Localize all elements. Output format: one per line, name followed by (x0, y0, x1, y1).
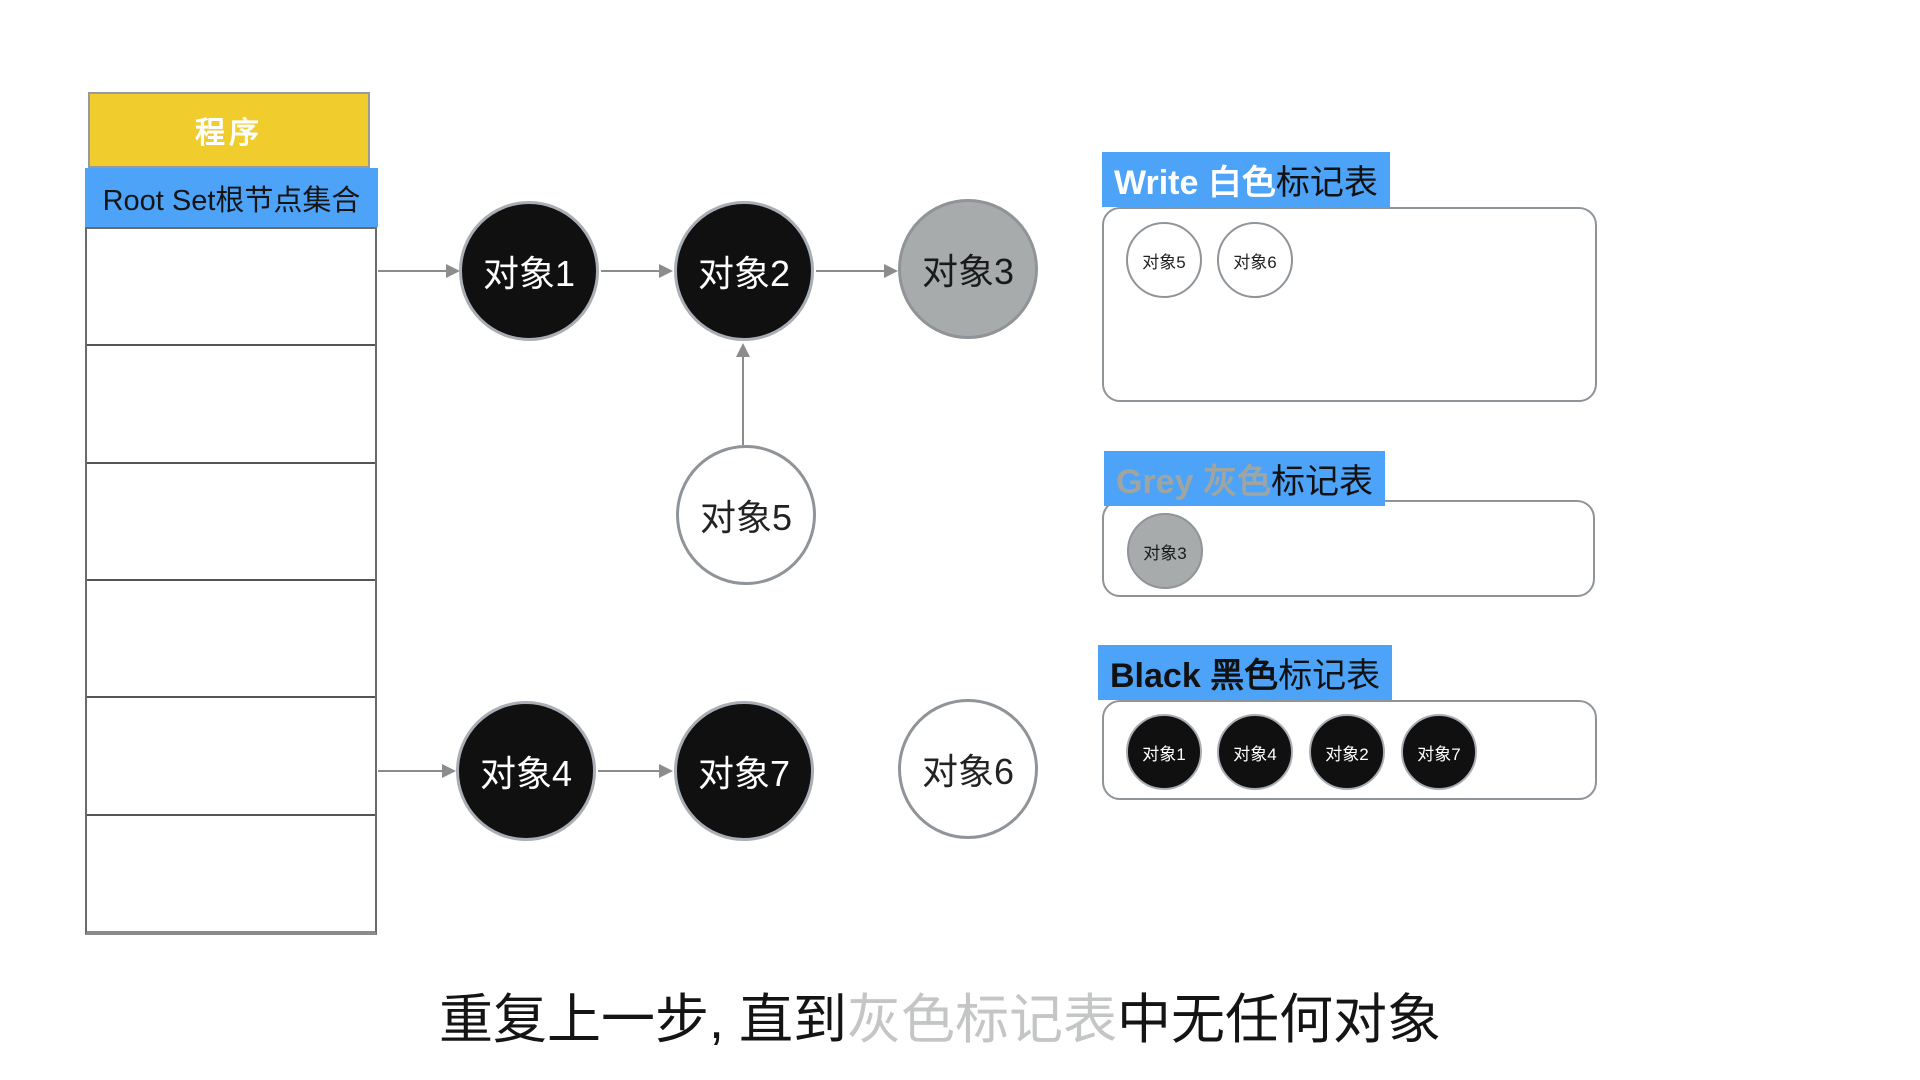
node-label: 对象2 (697, 253, 791, 294)
node-obj6: 对象6 (898, 699, 1038, 839)
table-row (87, 229, 375, 347)
edge-obj5-obj2 (742, 356, 744, 445)
black-table-item-obj1: 对象1 (1126, 714, 1202, 790)
node-label: 对象7 (697, 753, 791, 794)
root-set-table (85, 227, 377, 935)
node-label: 对象1 (482, 253, 576, 294)
caption-prefix: 重复上一步, 直到 (438, 990, 847, 1050)
grey-table-title-en: Grey 灰色 (1116, 463, 1271, 501)
root-set-label-text: Root Set根节点集合 (102, 184, 361, 217)
small-node-label: 对象5 (1142, 252, 1186, 272)
table-row (87, 581, 375, 699)
node-label: 对象6 (921, 751, 1015, 792)
black-table-box: 对象1 对象4 对象2 对象7 (1102, 700, 1597, 800)
program-header: 程序 (88, 92, 370, 168)
node-obj4: 对象4 (456, 701, 596, 841)
small-node-label: 对象1 (1142, 744, 1186, 764)
node-label: 对象3 (921, 251, 1015, 292)
black-table-title: Black 黑色标记表 (1098, 645, 1393, 700)
table-row (87, 698, 375, 816)
black-table-item-obj7: 对象7 (1401, 714, 1477, 790)
arrowhead-icon (442, 764, 456, 778)
edge-rootset-obj4 (378, 770, 442, 772)
black-table-item-obj2: 对象2 (1309, 714, 1385, 790)
node-obj2: 对象2 (674, 201, 814, 341)
small-node-label: 对象7 (1417, 744, 1461, 764)
caption: 重复上一步, 直到灰色标记表中无任何对象 (0, 975, 1880, 1054)
grey-table-item-obj3: 对象3 (1127, 513, 1203, 589)
small-node-label: 对象6 (1233, 252, 1277, 272)
edge-obj1-obj2 (601, 270, 659, 272)
small-node-label: 对象4 (1233, 744, 1277, 764)
edge-rootset-obj1 (378, 270, 446, 272)
arrowhead-icon (446, 264, 460, 278)
edge-obj4-obj7 (598, 770, 659, 772)
white-table-title: Write 白色标记表 (1102, 152, 1390, 207)
white-table-title-en: Write 白色 (1114, 164, 1276, 202)
caption-highlight: 灰色标记表 (847, 990, 1117, 1050)
edge-obj2-obj3 (816, 270, 884, 272)
arrowhead-icon (736, 343, 750, 357)
arrowhead-icon (659, 764, 673, 778)
grey-table-box: 对象3 (1102, 500, 1595, 597)
program-header-label: 程序 (195, 117, 263, 150)
black-table-item-obj4: 对象4 (1217, 714, 1293, 790)
node-obj5: 对象5 (676, 445, 816, 585)
caption-suffix: 中无任何对象 (1117, 990, 1441, 1050)
black-table-title-zh: 标记表 (1278, 657, 1381, 695)
table-row (87, 464, 375, 581)
white-table-item-obj6: 对象6 (1217, 222, 1293, 298)
black-table-title-en: Black 黑色 (1110, 657, 1279, 695)
small-node-label: 对象3 (1143, 543, 1187, 563)
arrowhead-icon (659, 264, 673, 278)
node-obj3: 对象3 (898, 199, 1038, 339)
table-row (87, 816, 375, 931)
arrowhead-icon (884, 264, 898, 278)
white-table-title-zh: 标记表 (1275, 164, 1378, 202)
node-label: 对象5 (699, 497, 793, 538)
node-obj1: 对象1 (459, 201, 599, 341)
white-table-box: 对象5 对象6 (1102, 207, 1597, 402)
grey-table-title-zh: 标记表 (1270, 463, 1373, 501)
small-node-label: 对象2 (1325, 744, 1369, 764)
node-obj7: 对象7 (674, 701, 814, 841)
white-table-item-obj5: 对象5 (1126, 222, 1202, 298)
root-set-label: Root Set根节点集合 (85, 168, 378, 227)
table-row (87, 346, 375, 464)
node-label: 对象4 (479, 753, 573, 794)
grey-table-title: Grey 灰色标记表 (1104, 451, 1385, 506)
